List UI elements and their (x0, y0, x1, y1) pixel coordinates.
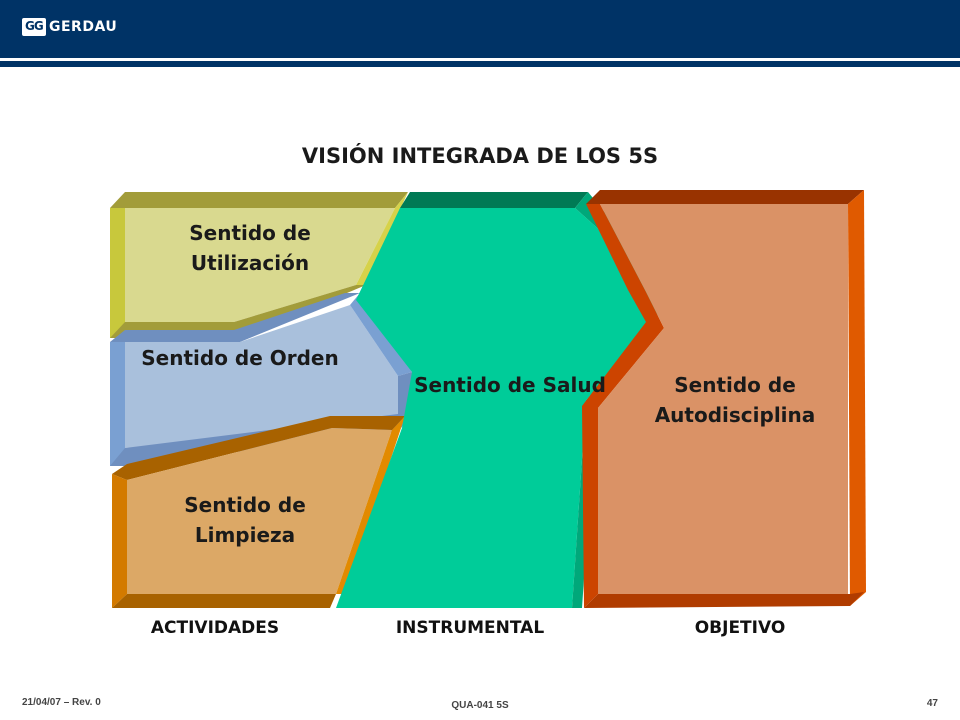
block-autodisciplina (582, 190, 866, 608)
footer-doc-code: QUA-041 5S (451, 700, 509, 711)
block-utilizacion (110, 192, 408, 338)
block-limpieza (112, 416, 405, 608)
slide-title: VISIÓN INTEGRADA DE LOS 5S (301, 144, 659, 168)
label-autodisciplina: Sentido de Autodisciplina (654, 373, 816, 427)
header-divider (0, 58, 960, 61)
footer-date-rev: 21/04/07 – Rev. 0 (22, 697, 101, 708)
gerdau-logo: GG GERDAU (22, 17, 117, 37)
footer-page-number: 47 (926, 698, 938, 709)
label-salud: Sentido de Salud (414, 373, 606, 397)
column-label-objetivo: OBJETIVO (694, 618, 786, 638)
logo-mark-icon: GG (22, 18, 46, 36)
logo-text: GERDAU (49, 19, 118, 35)
header-stripe (0, 61, 960, 67)
header-bar (0, 0, 960, 58)
label-utilizacion: Sentido de Utilización (189, 221, 311, 275)
label-orden: Sentido de Orden (141, 346, 339, 370)
column-label-instrumental: INSTRUMENTAL (395, 618, 545, 638)
label-limpieza: Sentido de Limpieza (184, 493, 306, 547)
column-label-actividades: ACTIVIDADES (150, 618, 280, 638)
